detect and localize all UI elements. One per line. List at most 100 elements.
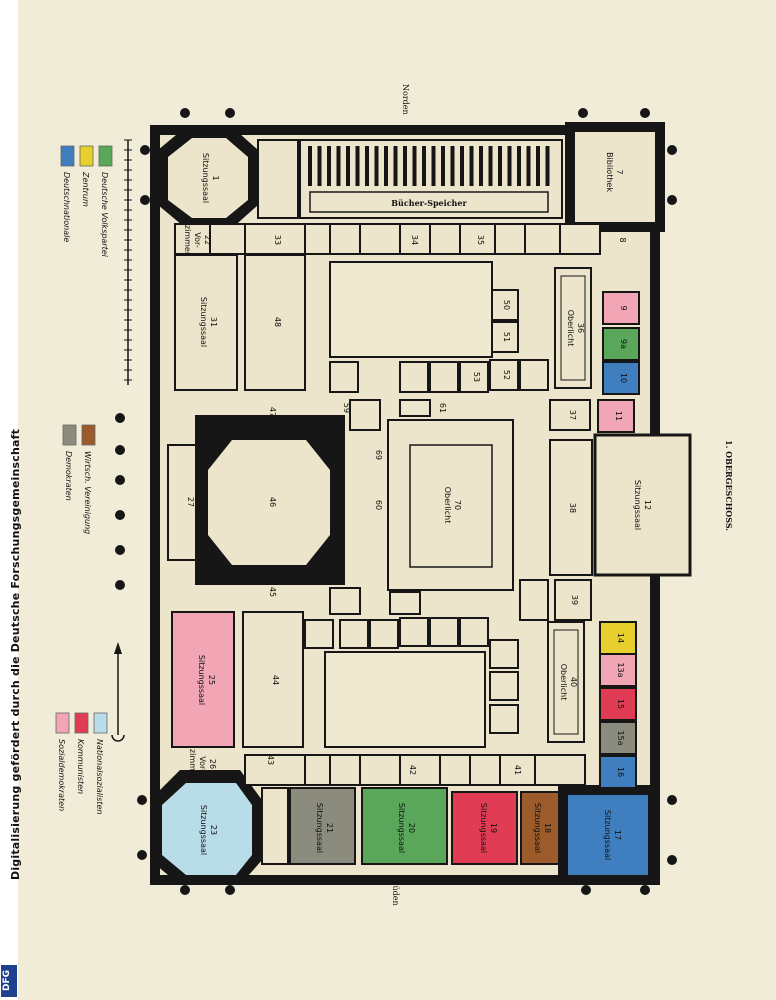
label-r59: 59 (342, 403, 351, 413)
label-r34: 34 (410, 235, 419, 245)
label-r61: 61 (438, 403, 447, 413)
label-r7: 7Bibliothek (605, 152, 624, 192)
room-15a (599, 721, 637, 755)
label-r39: 39 (570, 595, 579, 605)
legend-swatch (79, 145, 94, 167)
label-r18: 18Sitzungssaal (533, 803, 552, 853)
label-r20: 20Sitzungssaal (397, 803, 416, 853)
label-r36: 36Oberlicht (566, 310, 585, 347)
label-r53: 53 (472, 372, 481, 382)
legend-swatch (81, 424, 96, 446)
room-18 (520, 791, 560, 865)
skylight-70 (409, 444, 493, 568)
label-r38: 38 (568, 503, 577, 513)
label-r17: 17Sitzungssaal (603, 810, 622, 860)
room-31 (174, 254, 238, 391)
room-44 (242, 611, 304, 748)
stair-north (257, 139, 299, 219)
label-r50: 50 (502, 300, 511, 310)
room-10 (602, 361, 640, 395)
label-r1: 1Sitzungssaal (201, 153, 220, 203)
label-r12: 12Sitzungssaal (633, 480, 652, 530)
room-46 (208, 440, 330, 565)
scale-bar (124, 139, 132, 385)
legend-label: Demokraten (64, 451, 73, 501)
room-23-fill (162, 783, 252, 875)
room-17-fill (568, 795, 648, 875)
label-r13a: 13a (616, 662, 625, 677)
legend-swatch (55, 712, 70, 734)
room-21 (289, 787, 356, 865)
north-room-row (174, 223, 601, 621)
label-r19: 19Sitzungssaal (479, 803, 498, 853)
exterior-columns (115, 108, 677, 895)
legend-swatch (98, 145, 113, 167)
legend-swatch (62, 424, 77, 446)
north-arrow (111, 642, 125, 742)
label-r8: 8 (618, 237, 627, 242)
legend-label: Wirtsch. Vereinigung (83, 451, 92, 534)
label-r69: 69 (374, 450, 383, 460)
label-r35: 35 (476, 235, 485, 245)
east-colored-rooms (597, 291, 640, 789)
label-r47: 47 (268, 407, 277, 417)
skylight-36 (560, 275, 586, 381)
label-r51: 51 (502, 332, 511, 342)
legend-swatch (74, 712, 89, 734)
label-r21: 21Sitzungssaal (315, 803, 334, 853)
room-19 (451, 791, 518, 865)
label-r10: 10 (619, 373, 628, 383)
south-label: Süden (391, 880, 400, 906)
label-r37: 37 (568, 410, 577, 420)
room-11 (597, 399, 635, 433)
label-r40: 40Oberlicht (559, 664, 578, 701)
label-r27: 27 (186, 497, 195, 507)
room-25 (171, 611, 235, 748)
room-48 (244, 254, 306, 391)
legend-swatch (60, 145, 75, 167)
label-r22: 22Vor-zimmer (183, 225, 212, 256)
legend-label: Kommunisten (76, 739, 85, 794)
label-r25: 25Sitzungssaal (197, 655, 216, 705)
room-20 (361, 787, 448, 865)
legend-label: Zentrum (81, 171, 90, 207)
label-r31: 31Sitzungssaal (199, 297, 218, 347)
room-13a (599, 653, 637, 687)
courtyard-south (324, 651, 486, 748)
label-r46: 46 (268, 497, 277, 507)
room-9a (602, 327, 640, 361)
label-r45: 45 (268, 587, 277, 597)
label-r14: 14 (616, 633, 625, 643)
label-r15: 15 (616, 699, 625, 709)
label-r11: 11 (614, 411, 623, 421)
room-8 (602, 291, 640, 325)
room-1-fill (168, 138, 248, 218)
label-r43: 43 (266, 755, 275, 765)
skylight-40 (553, 629, 579, 735)
label-r16: 16 (616, 767, 625, 777)
room-15 (599, 687, 637, 721)
room-38 (549, 439, 593, 576)
north-label: Norden (401, 84, 410, 115)
label-r60: 60 (374, 500, 383, 510)
legend-swatch (93, 712, 108, 734)
dfg-logo: DFG (1, 965, 17, 997)
room-7-fill (575, 132, 655, 222)
label-r26: 26Vor-zimmer (188, 749, 217, 780)
room-12 (593, 433, 692, 577)
label-r70: 70Oberlicht (443, 487, 462, 524)
label-r23: 23Sitzungssaal (199, 805, 218, 855)
room-16 (599, 755, 637, 789)
book-shelves (308, 146, 550, 186)
label-r42: 42 (408, 765, 417, 775)
label-r48: 48 (273, 317, 282, 327)
plan-title: 1. OBERGESCHOSS. (724, 440, 734, 531)
label-r52: 52 (502, 370, 511, 380)
label-r44: 44 (271, 675, 280, 685)
label-r15a: 15a (616, 730, 625, 745)
label-r33: 33 (273, 235, 282, 245)
legend-label: Sozialdemokraten (57, 739, 66, 811)
legend-parties-2: Demokraten Wirtsch. Vereinigung (62, 424, 96, 534)
